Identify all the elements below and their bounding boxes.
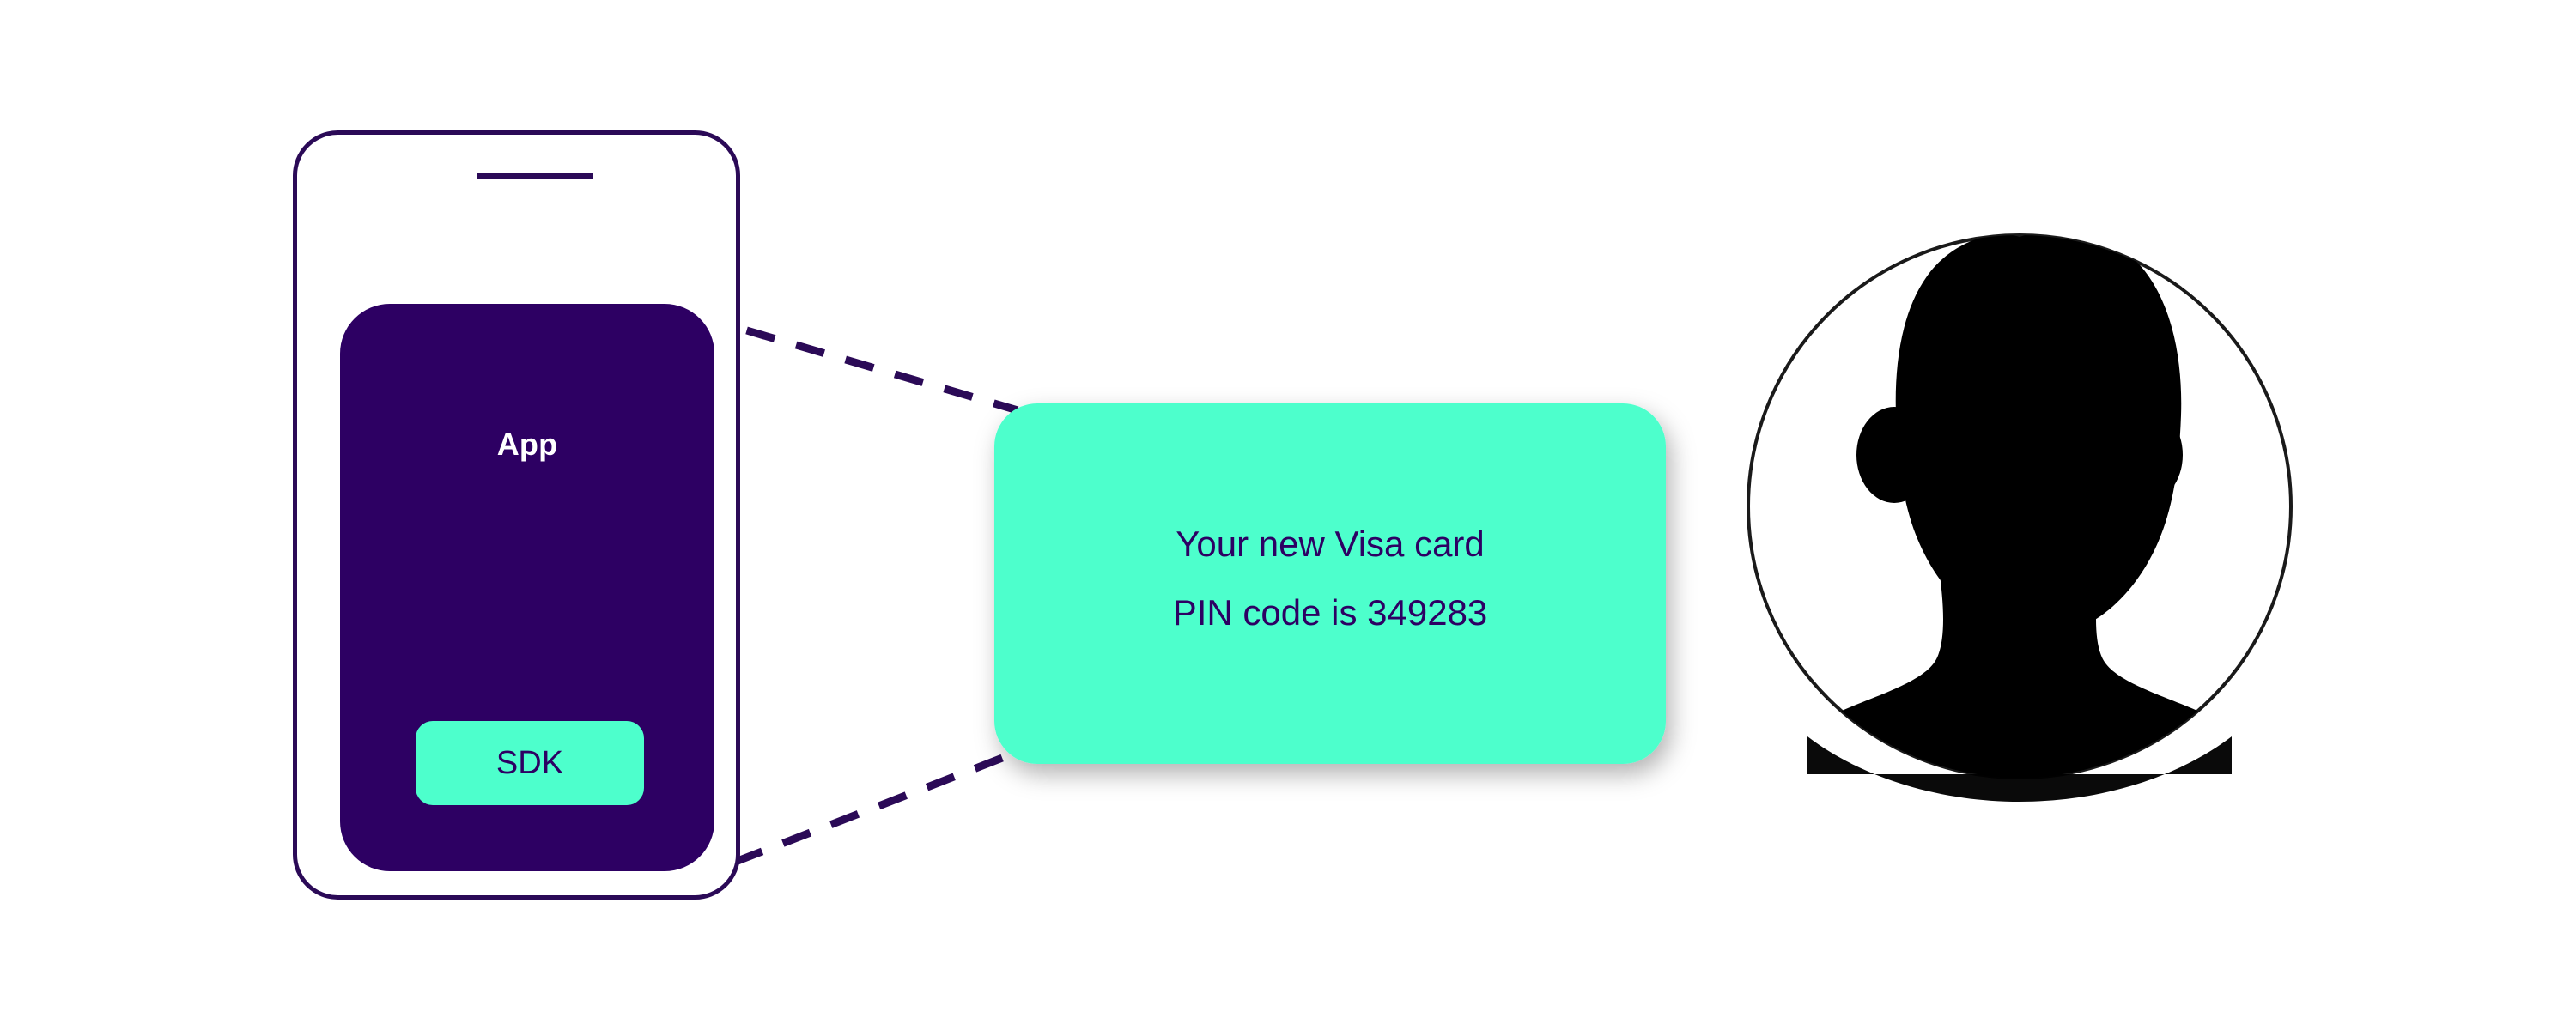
message-bubble-line-1: Your new Visa card — [1176, 524, 1485, 564]
phone-speaker-slot-icon — [477, 173, 593, 179]
connector-top-dashed-line — [696, 312, 1019, 415]
person-silhouette-icon — [1748, 235, 2291, 778]
sdk-button[interactable]: SDK — [416, 721, 644, 805]
connector-bottom-dashed-line — [685, 751, 1011, 885]
message-bubble[interactable] — [994, 403, 1666, 764]
message-bubble-line-2: PIN code is 349283 — [1172, 592, 1488, 633]
app-screen-label: App — [496, 427, 558, 462]
message-bubble-text: Your new Visa card PIN code is 349283 — [994, 510, 1666, 647]
sdk-button-label: SDK — [495, 744, 564, 781]
avatar-shoulder-overflow — [1807, 736, 2232, 802]
